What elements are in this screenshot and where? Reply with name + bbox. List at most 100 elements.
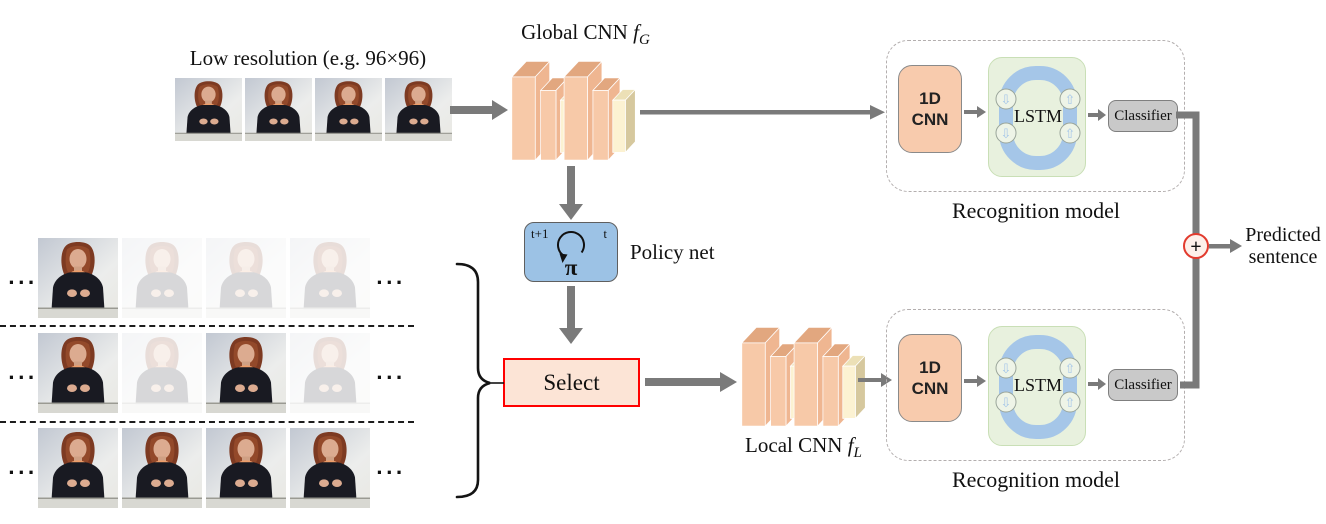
local-cnn-blocks: [741, 327, 866, 427]
down-arrow-icon: ⇩: [995, 88, 1017, 110]
arrow-down-icon: [559, 286, 583, 344]
recognition-model-label: Recognition model: [951, 467, 1121, 492]
classifier-box: Classifier: [1108, 369, 1178, 401]
lstm-box: ⇩ ⇩ ⇧ ⇧ LSTM: [988, 57, 1086, 177]
classifier-box: Classifier: [1108, 100, 1178, 132]
film-row-3: ... ...: [0, 428, 420, 508]
global-cnn-f: f: [633, 20, 639, 44]
cnn-1d-line1: 1D: [919, 357, 941, 377]
low-res-frames: [175, 78, 452, 141]
film-row-2: ... ...: [0, 333, 420, 413]
arrow-right-icon: [964, 375, 986, 387]
svg-text:⇧: ⇧: [1065, 127, 1076, 142]
arrow-right-icon: [1088, 109, 1106, 121]
arrow-down-icon: [559, 166, 583, 220]
svg-text:⇩: ⇩: [1001, 396, 1012, 411]
ellipsis-right: ...: [376, 458, 406, 479]
recognition-model-bottom: 1D CNN ⇩ ⇩ ⇧: [886, 309, 1186, 504]
sum-node: [1183, 233, 1209, 259]
video-frame: [290, 428, 370, 508]
select-box: Select: [503, 358, 640, 407]
film-row-1: ... ...: [0, 238, 420, 318]
arrow-right-icon: [964, 106, 986, 118]
video-frame: [290, 238, 370, 318]
low-resolution-label: Low resolution (e.g. 96×96): [189, 46, 427, 70]
video-frame: [245, 78, 312, 141]
ellipsis-left: ...: [8, 268, 38, 289]
video-frame: [315, 78, 382, 141]
predicted-sentence-label: Predicted sentence: [1240, 224, 1326, 269]
up-arrow-icon: ⇧: [1059, 88, 1081, 110]
video-frame: [38, 428, 118, 508]
frame-strip: [38, 428, 370, 508]
video-frame: [122, 428, 202, 508]
arrow-right-icon: [645, 372, 737, 392]
cnn-1d-box: 1D CNN: [898, 65, 962, 153]
video-frame: [385, 78, 452, 141]
local-cnn-label: Local CNN fL: [726, 433, 881, 462]
lstm-ring: ⇩ ⇩ ⇧ ⇧ LSTM: [995, 335, 1081, 439]
frame-strip: [38, 333, 370, 413]
video-frame: [122, 333, 202, 413]
video-frame: [206, 428, 286, 508]
global-cnn-label-text: Global CNN: [521, 20, 628, 44]
lstm-ring: ⇩ ⇩ ⇧ ⇧ LSTM: [995, 66, 1081, 170]
arrow-right-icon: [1088, 378, 1106, 390]
arrow-right-icon: [450, 100, 508, 120]
lstm-label: LSTM: [1014, 106, 1062, 126]
recognition-model-label: Recognition model: [951, 198, 1121, 223]
arrow-right-icon: [640, 105, 885, 120]
policy-net-box: t+1 t π: [524, 222, 618, 282]
ellipsis-left: ...: [8, 363, 38, 384]
up-arrow-icon: ⇧: [1059, 391, 1081, 413]
down-arrow-icon: ⇩: [995, 391, 1017, 413]
svg-text:⇩: ⇩: [1001, 362, 1012, 377]
local-cnn-subscript: L: [853, 445, 862, 462]
video-frame: [38, 333, 118, 413]
global-cnn-label: Global CNN fG: [498, 20, 673, 49]
arrow-right-icon: [1209, 239, 1242, 253]
local-cnn-label-text: Local CNN: [745, 433, 843, 457]
lstm-box: ⇩ ⇩ ⇧ ⇧ LSTM: [988, 326, 1086, 446]
video-frame: [175, 78, 242, 141]
down-arrow-icon: ⇩: [995, 122, 1017, 144]
svg-text:⇩: ⇩: [1001, 127, 1012, 142]
row-divider: [0, 421, 414, 423]
down-arrow-icon: ⇩: [995, 357, 1017, 379]
svg-text:⇧: ⇧: [1065, 396, 1076, 411]
video-frame: [290, 333, 370, 413]
cnn-1d-box: 1D CNN: [898, 334, 962, 422]
time-label: t: [603, 226, 607, 241]
svg-text:⇩: ⇩: [1001, 93, 1012, 108]
ellipsis-right: ...: [376, 363, 406, 384]
up-arrow-icon: ⇧: [1059, 357, 1081, 379]
plus-icon: +: [1190, 236, 1201, 258]
global-cnn-subscript: G: [638, 32, 650, 49]
svg-text:⇧: ⇧: [1065, 93, 1076, 108]
video-frame: [122, 238, 202, 318]
predicted-line1: Predicted: [1245, 224, 1321, 246]
cnn-1d-line2: CNN: [911, 379, 949, 398]
policy-net-label: Policy net: [630, 240, 715, 264]
video-frame: [206, 333, 286, 413]
recognition-model-top: 1D CNN ⇩ ⇩ ⇧: [886, 40, 1186, 235]
ellipsis-left: ...: [8, 458, 38, 479]
time-next-label: t+1: [531, 226, 549, 241]
row-divider: [0, 325, 414, 327]
lstm-label: LSTM: [1014, 375, 1062, 395]
cycle-arrow-icon: [557, 231, 585, 263]
video-frame: [38, 238, 118, 318]
frame-strip: [38, 238, 370, 318]
pi-symbol: π: [564, 255, 578, 280]
global-cnn-blocks: [511, 61, 636, 161]
cnn-1d-line2: CNN: [911, 110, 949, 129]
predicted-line2: sentence: [1248, 246, 1318, 269]
svg-text:⇧: ⇧: [1065, 362, 1076, 377]
cnn-1d-line1: 1D: [919, 88, 941, 108]
ellipsis-right: ...: [376, 268, 406, 289]
up-arrow-icon: ⇧: [1059, 122, 1081, 144]
curly-brace: [455, 262, 504, 499]
fusion-connector: +: [1176, 111, 1242, 389]
video-frame: [206, 238, 286, 318]
